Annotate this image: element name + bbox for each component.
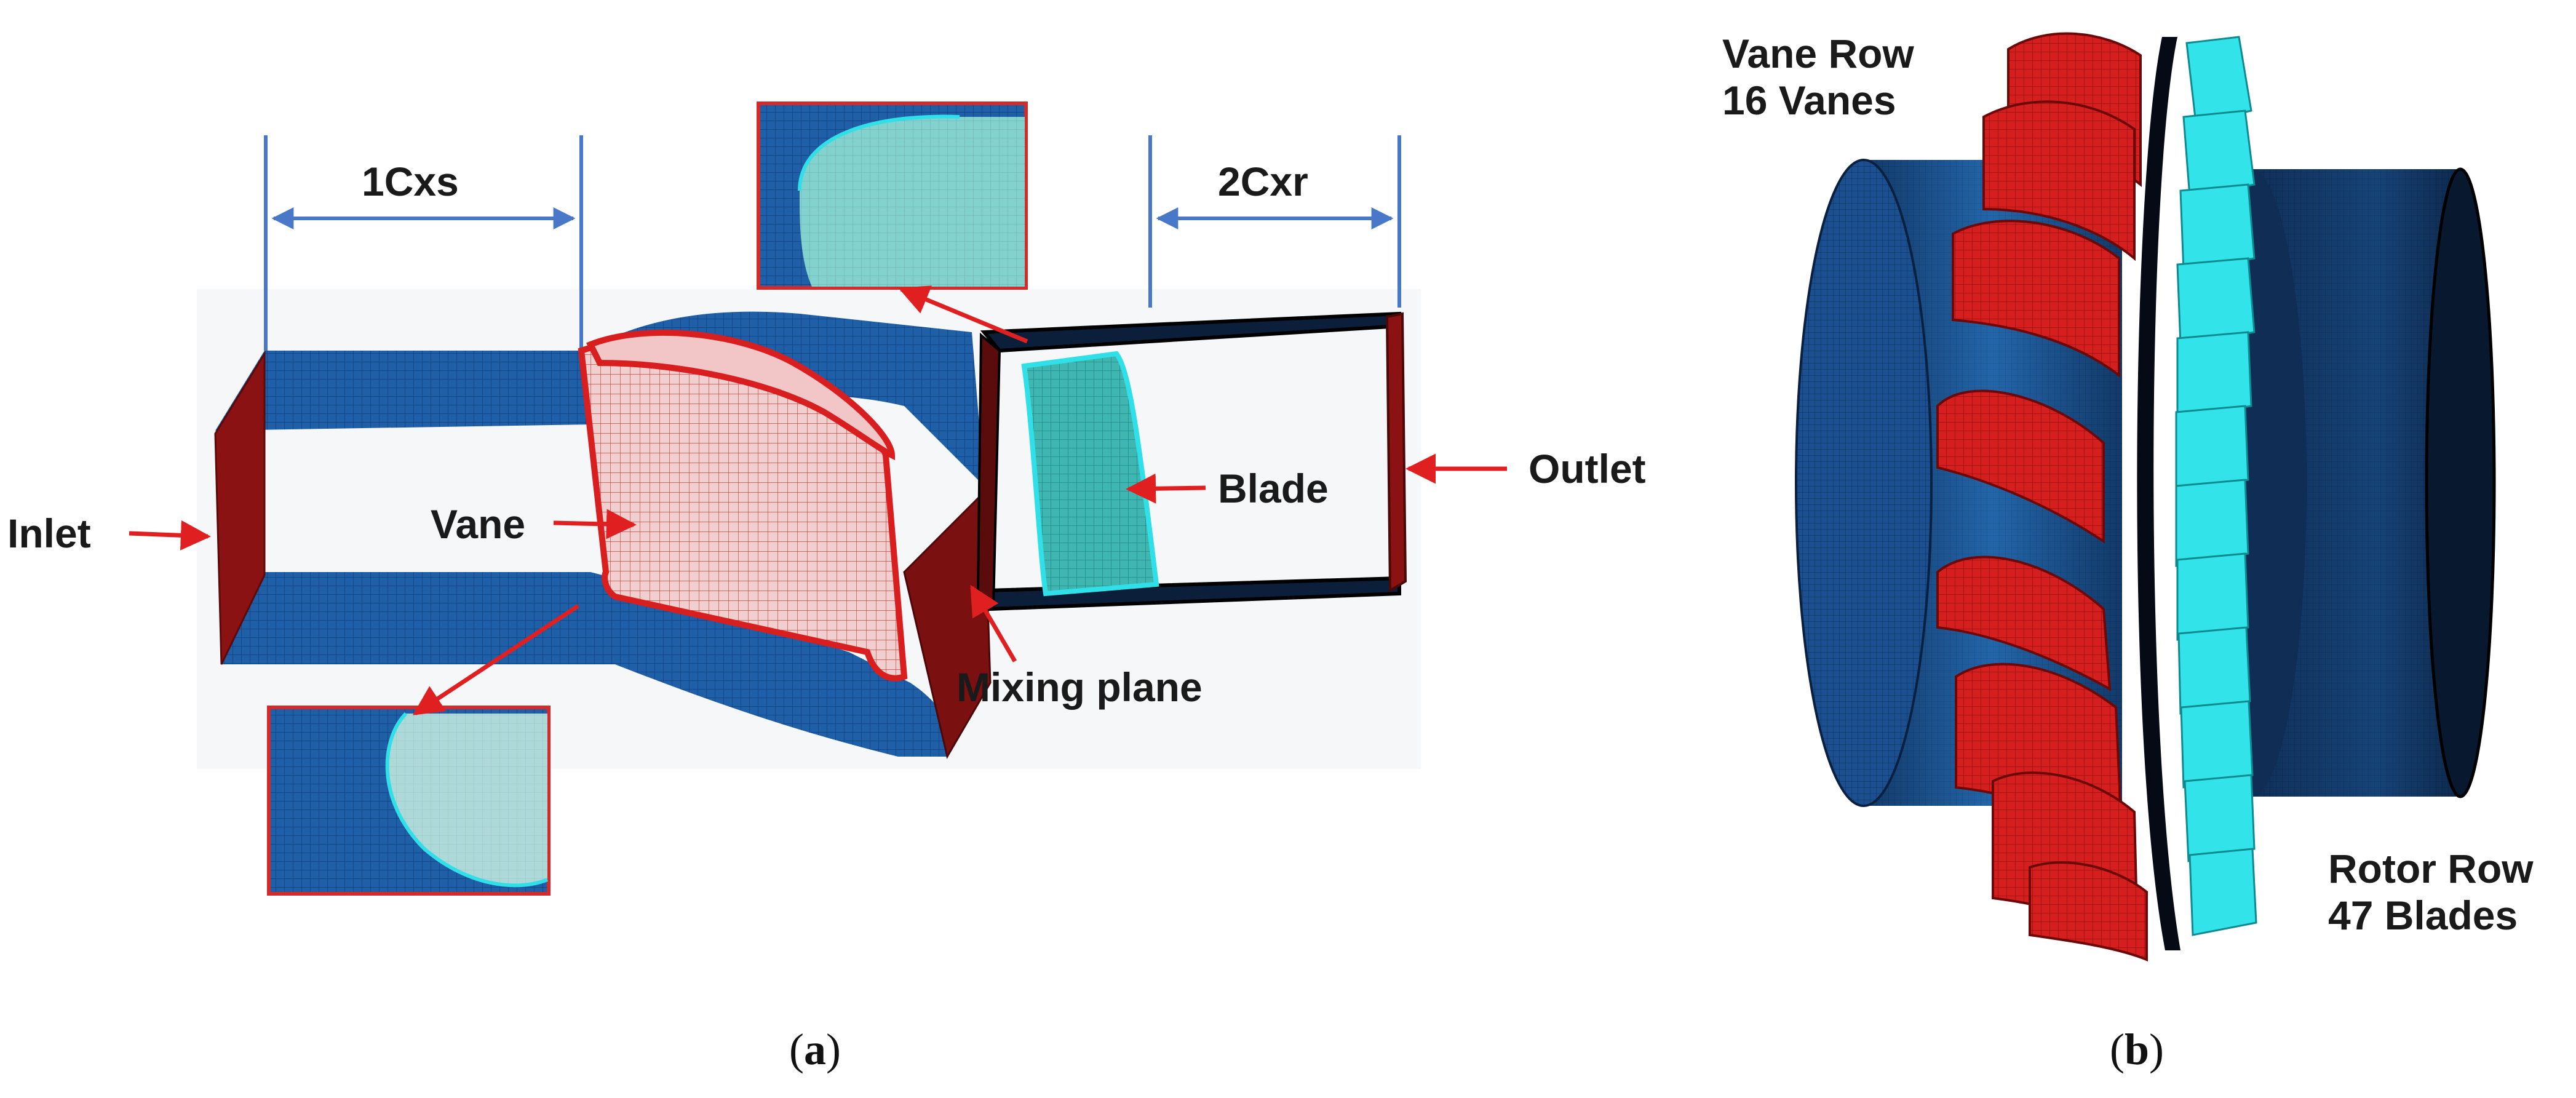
rotor-row — [2175, 36, 2257, 936]
caption-a-letter: a — [803, 1025, 826, 1074]
vane-row — [1936, 32, 2148, 961]
inlet-face — [214, 350, 266, 665]
rotor-row-title: Rotor Row — [2328, 846, 2534, 891]
caption-b-letter: b — [2124, 1025, 2150, 1074]
inlet-arrow — [129, 520, 211, 551]
blade-tip-inset-arrow — [898, 285, 1028, 344]
inset-blade-tip — [757, 101, 1028, 290]
vane-row-count: 16 Vanes — [1722, 77, 1896, 123]
vane-row-title: Vane Row — [1722, 31, 1914, 76]
rotor-blade — [1021, 351, 1159, 597]
vane-hub-inset-arrow — [412, 604, 579, 715]
vane-tip — [586, 329, 896, 461]
label-blade: Blade — [1218, 466, 1329, 511]
label-outlet: Outlet — [1529, 446, 1646, 491]
rotor-outlet-cylinder — [2196, 167, 2496, 798]
label-inlet: Inlet — [7, 511, 91, 556]
annotation-arrows — [129, 285, 1507, 715]
label-rotor-row: Rotor Row 47 Blades — [2328, 846, 2534, 939]
vane-arrow — [553, 509, 637, 539]
label-vane: Vane — [431, 501, 526, 547]
dimension-2cxr — [1148, 135, 1401, 308]
label-2cxr: 2Cxr — [1218, 159, 1308, 204]
caption-panel-b: (b) — [2110, 1025, 2165, 1074]
mixing-plane-arrow — [969, 584, 1017, 662]
caption-panel-a: (a) — [789, 1025, 841, 1074]
panel-b — [1795, 32, 2496, 961]
label-vane-row: Vane Row 16 Vanes — [1722, 31, 1914, 124]
rotor-row-count: 47 Blades — [2328, 892, 2518, 938]
stage-interface-disk — [2137, 37, 2180, 950]
label-mixing-plane: Mixing plane — [956, 664, 1203, 710]
outlet-face — [1385, 312, 1407, 593]
dimension-1cxs — [264, 135, 583, 351]
inset-vane-hub — [267, 706, 551, 896]
blade-arrow — [1126, 473, 1206, 504]
panel-a — [129, 101, 1507, 896]
mixing-plane-face — [903, 490, 992, 760]
label-1cxs: 1Cxs — [362, 159, 459, 204]
stator-hub-surface — [221, 572, 952, 757]
